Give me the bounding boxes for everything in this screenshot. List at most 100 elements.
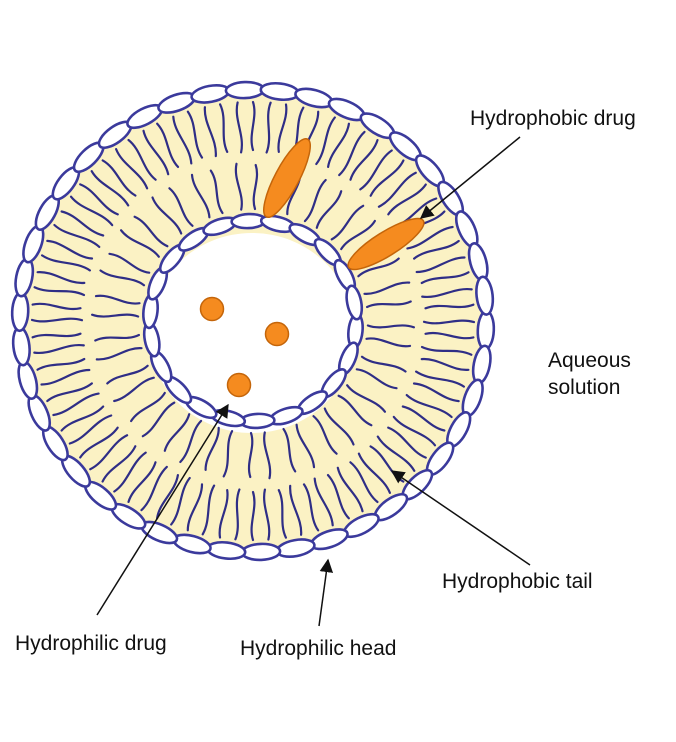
lipid-tail: [190, 173, 211, 219]
lipid-tail: [265, 101, 272, 154]
lipid-tail: [46, 239, 94, 260]
lipid-tail: [52, 392, 100, 417]
lipid-head: [345, 284, 364, 321]
hydrophobic-drug-label: Hydrophobic drug: [470, 107, 636, 130]
lipid-tail: [113, 451, 147, 493]
lipid-tail: [170, 476, 191, 526]
lipid-tail: [250, 100, 256, 152]
lipid-tail: [168, 187, 194, 227]
lipid-tail: [113, 376, 155, 403]
lipid-tail: [336, 466, 364, 513]
lipid-tail: [69, 195, 114, 227]
lipid-tail: [420, 345, 473, 356]
lipid-tail: [209, 169, 224, 215]
lipid-tail: [179, 419, 203, 464]
hydrophobic-drug-arrow: [419, 136, 521, 219]
lipid-tail: [295, 423, 316, 469]
lipid-tail: [53, 223, 101, 248]
lipid-tail: [31, 332, 82, 339]
lipid-tail: [327, 122, 350, 168]
lipid-tail: [234, 488, 241, 541]
lipid-tail: [33, 343, 85, 355]
lipid-tail: [172, 115, 193, 165]
lipid-tail: [366, 324, 415, 329]
lipid-tail: [33, 286, 86, 297]
lipid-tail: [91, 313, 140, 318]
hydrophilic-drug-molecule: [264, 321, 290, 347]
lipid-tail: [315, 116, 336, 166]
lipid-head: [240, 542, 282, 562]
lipid-tail: [405, 394, 453, 419]
lipid-tail: [106, 364, 149, 385]
hydrophilic-head-arrow: [318, 558, 334, 627]
lipid-tail: [46, 382, 93, 403]
lipid-tail: [360, 355, 407, 373]
lipid-tail: [412, 382, 460, 403]
hydrophobic-tail-arrow: [390, 470, 531, 566]
lipid-tail: [282, 427, 297, 473]
lipid-tail: [315, 190, 343, 229]
lipid-tail: [156, 122, 180, 168]
lipid-tail: [355, 368, 398, 390]
lipid-tail: [340, 219, 376, 251]
hydrophilic-drug-label: Hydrophilic drug: [15, 632, 167, 655]
lipid-tail: [420, 357, 470, 371]
lipid-tail: [156, 474, 179, 520]
lipid-tail: [422, 319, 476, 325]
lipid-tail: [41, 254, 91, 272]
lipid-tail: [108, 252, 151, 274]
hydrophilic-drug-molecule: [226, 372, 252, 398]
lipid-tail: [203, 106, 217, 158]
hydrophilic-drug-molecules: [199, 296, 290, 398]
lipid-tail: [263, 488, 271, 541]
lipid-tail: [413, 239, 460, 260]
lipid-tail: [219, 103, 229, 153]
lipid-tail: [406, 225, 454, 250]
lipid-tail: [60, 210, 105, 237]
lipid-tail: [415, 370, 465, 388]
lipid-tail: [330, 204, 365, 241]
lipid-tail: [90, 170, 130, 207]
hydrophilic-drug-molecule: [199, 296, 225, 322]
lipid-tail: [424, 303, 475, 310]
lipid-tail: [40, 368, 91, 386]
inner-leaflet-heads: [142, 212, 364, 430]
lipid-tail: [337, 394, 373, 427]
lipid-tail: [36, 357, 86, 371]
lipid-tail: [312, 415, 338, 455]
lipid-tail: [302, 483, 320, 532]
lipid-head: [10, 291, 30, 333]
lipid-tail: [326, 474, 350, 520]
hydrophobic-drug-molecules: [263, 137, 425, 271]
hydrophilic-head-label: Hydrophilic head: [240, 637, 396, 660]
lipid-tail: [421, 287, 473, 299]
lipid-tail: [376, 435, 416, 472]
lipid-tail: [369, 159, 405, 197]
aqueous-solution-label-line2: solution: [548, 376, 620, 399]
lipid-tail: [89, 434, 129, 471]
lipid-tail: [401, 405, 446, 432]
lipid-tail: [142, 129, 170, 176]
lipid-tail: [60, 405, 105, 432]
lipid-tail: [79, 183, 119, 216]
lipid-tail: [130, 391, 166, 423]
lipid-tail: [363, 281, 411, 295]
lipid-tail: [415, 256, 466, 274]
lipid-tail: [420, 271, 470, 285]
lipid-head: [476, 309, 496, 351]
lipid-tail: [247, 431, 254, 479]
lipid-tail: [392, 415, 437, 447]
lipid-tail: [250, 490, 256, 542]
lipid-head: [475, 275, 495, 316]
lipid-tail: [338, 130, 366, 177]
lipid-tail: [151, 196, 183, 235]
lipid-tail: [349, 139, 379, 181]
lipid-tail: [235, 101, 243, 154]
lipid-tail: [349, 461, 379, 504]
hydrophobic-drug-molecule: [347, 217, 425, 271]
lipid-tail: [222, 430, 234, 478]
lipid-tail: [95, 347, 143, 361]
liposome: [10, 80, 496, 562]
lipid-tail: [68, 414, 113, 445]
